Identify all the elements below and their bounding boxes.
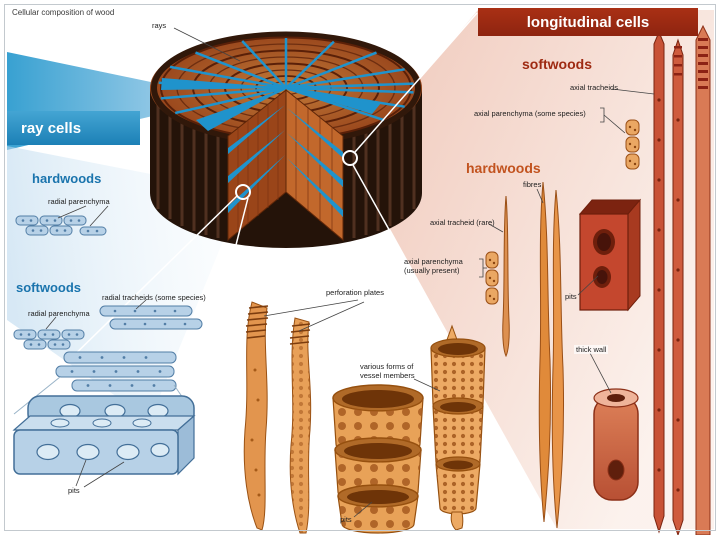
rays-label: rays — [152, 21, 167, 30]
axial-parenchyma-some-label: axial parenchyma (some species) — [474, 109, 586, 118]
bordered-pit-dashes — [674, 38, 708, 89]
axial-tracheid-rare-cell — [502, 195, 510, 358]
ray-wedges-top — [161, 78, 381, 131]
thick-wall-label: thick wall — [574, 345, 609, 355]
leader-lines — [45, 27, 655, 518]
axial-tracheid-rare-label: axial tracheid (rare) — [430, 218, 495, 227]
axial-parenchyma-some-dots — [628, 125, 637, 166]
wood-trunk-illustration — [150, 31, 422, 248]
wavy-vessel-1-pits — [250, 368, 261, 497]
axial-tracheid-1 — [653, 30, 665, 534]
axial-parenchyma-some-cells — [625, 119, 640, 170]
axial-tracheids-label: axial tracheids — [570, 83, 618, 92]
vessel-pits-label: pits — [340, 515, 352, 524]
longitudinal-softwoods-title: softwoods — [522, 56, 592, 72]
hardwood-radial-parenchyma-label: radial parenchyma — [48, 197, 110, 206]
wavy-vessel-2-pits — [290, 318, 311, 533]
ray-cell-illustrations — [12, 215, 203, 476]
vessel-member-illustrations — [243, 301, 486, 534]
ray-softwoods-title: softwoods — [16, 280, 81, 295]
hardwood-radial-parenchyma-cells — [15, 215, 107, 236]
vessel-member-box — [578, 198, 642, 312]
fibre-cell-2 — [551, 189, 565, 529]
tracheid-pits — [657, 98, 680, 492]
thick-wall-cell — [593, 388, 639, 501]
ray-cells-banner: ray cells — [7, 111, 140, 145]
ray-cells-banner-text: ray cells — [21, 119, 82, 137]
radial-tracheids-label: radial tracheids (some species) — [102, 293, 206, 302]
softwood-radial-parenchyma-label: radial parenchyma — [28, 309, 90, 318]
axial-parenchyma-usually-cells — [485, 251, 499, 305]
longitudinal-hardwoods-title: hardwoods — [466, 160, 541, 176]
ring-lines-faces — [237, 96, 333, 232]
longitudinal-cells-banner: longitudinal cells — [478, 8, 698, 36]
softwood-cell-pits-dots — [19, 309, 187, 387]
axial-parenchyma-usually-label: axial parenchyma (usually present) — [404, 257, 463, 276]
slender-vessel-stack — [430, 324, 486, 531]
ray-pits-label: pits — [68, 486, 80, 495]
vessel-members-label: various forms of vessel members — [360, 362, 415, 381]
vessel-member-pits-label: pits — [565, 292, 577, 301]
hardwood-cell-pits-dots — [21, 219, 99, 233]
axial-tracheid-2 — [672, 38, 684, 535]
magnifier-circle-ray — [235, 184, 251, 200]
longitudinal-cells-banner-text: longitudinal cells — [526, 13, 650, 31]
fibre-cell-1 — [538, 181, 552, 523]
barrel-vessel-stack — [332, 384, 424, 534]
page-title: Cellular composition of wood — [12, 8, 115, 17]
perforation-plate-bars-1 — [245, 305, 269, 339]
ray-bands-faces — [228, 105, 343, 217]
axial-tracheid-3 — [695, 24, 711, 535]
magnifier-circle-longitudinal — [342, 150, 358, 166]
fibres-label: fibres — [523, 180, 542, 189]
cut-face-right — [285, 88, 344, 242]
longitudinal-cell-illustrations — [485, 24, 711, 535]
magnified-ray-cell-block — [12, 395, 196, 476]
axial-parenchyma-usually-dots — [488, 258, 496, 301]
ray-hardwoods-title: hardwoods — [32, 171, 102, 186]
perforation-plates-label: perforation plates — [326, 288, 384, 297]
perforation-plate-bars-2 — [289, 323, 311, 345]
